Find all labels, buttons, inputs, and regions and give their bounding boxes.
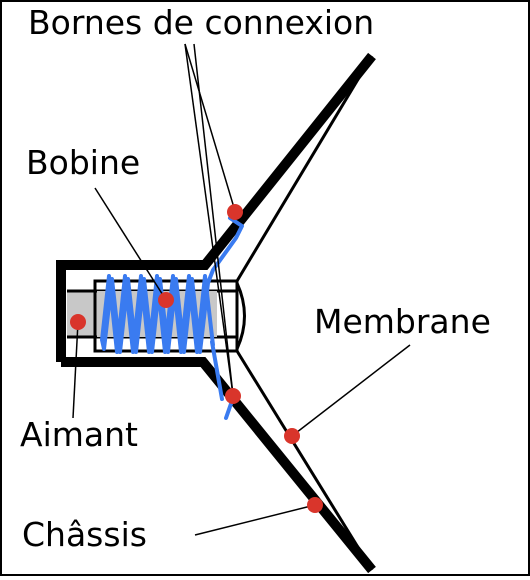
- label-aimant: Aimant: [20, 415, 138, 454]
- coil-dome: [235, 282, 246, 350]
- label-bobine: Bobine: [26, 143, 141, 182]
- pointer-bornes-bottom-b: [193, 43, 234, 396]
- pointer-membrane: [291, 344, 411, 437]
- label-bornes-de-connexion: Bornes de connexion: [28, 3, 375, 42]
- marker-aimant: [70, 314, 86, 330]
- label-membrane: Membrane: [314, 302, 491, 341]
- pointer-aimant: [72, 321, 79, 419]
- membrane-upper: [235, 55, 374, 282]
- marker-bobine: [158, 292, 174, 308]
- pointer-bornes-top: [184, 43, 236, 212]
- label-chassis: Châssis: [22, 515, 147, 554]
- marker-borne-bottom: [225, 388, 241, 404]
- pointer-chassis: [194, 504, 316, 536]
- marker-chassis: [307, 497, 323, 513]
- pointer-bobine: [94, 187, 167, 301]
- membrane-lower: [235, 350, 374, 571]
- chassis-upper: [56, 52, 376, 362]
- pointer-bornes-bottom-a: [184, 43, 234, 396]
- marker-membrane: [284, 428, 300, 444]
- marker-borne-top: [227, 204, 243, 220]
